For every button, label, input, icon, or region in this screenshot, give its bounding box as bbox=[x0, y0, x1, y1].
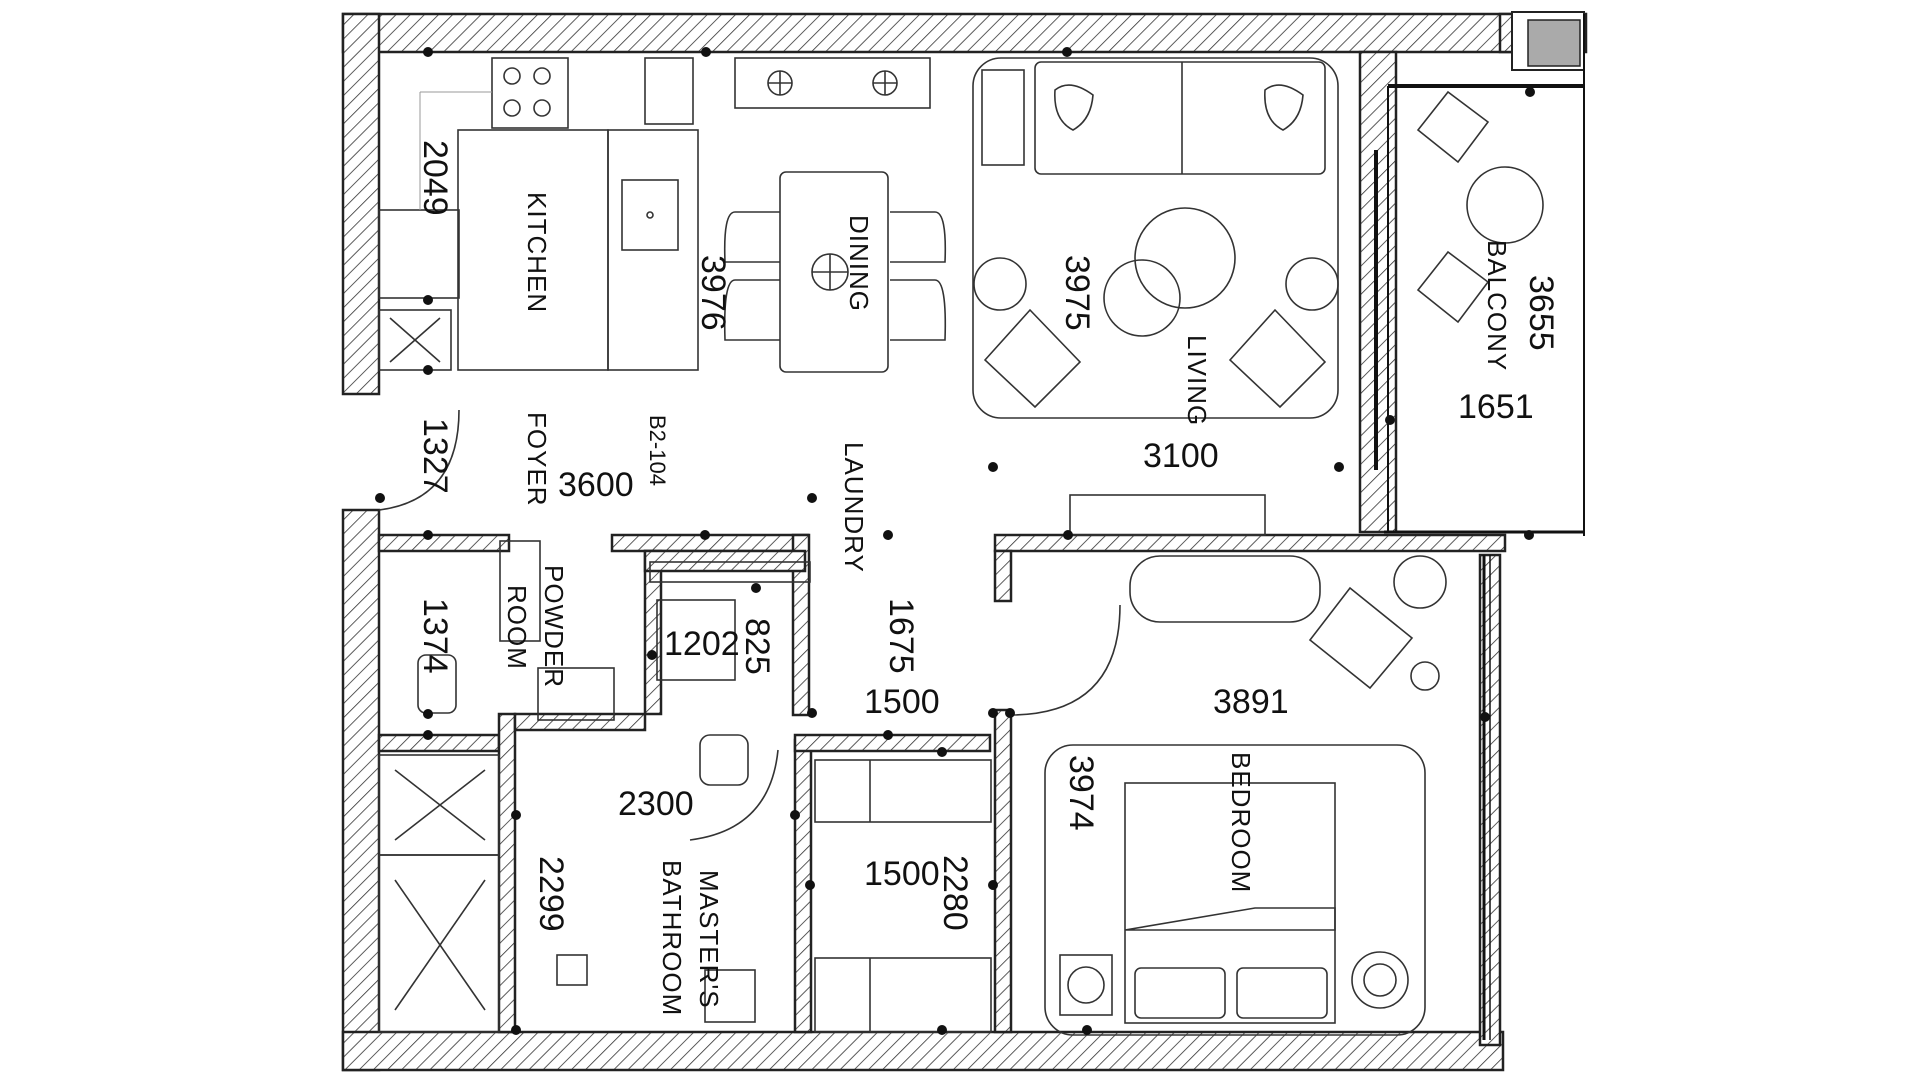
dim-bath-width: 2300 bbox=[618, 785, 694, 823]
dim-living-height: 3975 bbox=[1058, 255, 1096, 331]
dim-laundry-height: 825 bbox=[738, 618, 776, 675]
dim-bedroom-height: 3974 bbox=[1062, 755, 1100, 831]
label-kitchen: KITCHEN bbox=[522, 192, 552, 313]
dim-closet-width: 1500 bbox=[864, 855, 940, 893]
label-bedroom: BEDROOM bbox=[1226, 752, 1256, 893]
label-balcony: BALCONY bbox=[1482, 240, 1512, 371]
dim-bedroom-width: 3891 bbox=[1213, 683, 1289, 721]
dim-foyer-height: 1327 bbox=[416, 418, 454, 494]
dim-powder-height: 1374 bbox=[416, 598, 454, 674]
dim-laundry-width: 1202 bbox=[664, 625, 740, 663]
dim-dining-height: 3976 bbox=[694, 255, 732, 331]
dim-corridor-height: 1675 bbox=[882, 598, 920, 674]
label-powder-room-line1: POWDER bbox=[539, 565, 569, 688]
dim-foyer-width: 3600 bbox=[558, 466, 634, 504]
exterior-walls bbox=[341, 11, 1588, 1072]
label-laundry: LAUNDRY bbox=[839, 442, 869, 573]
dim-living-width: 3100 bbox=[1143, 437, 1219, 475]
label-masters-bathroom-line2: BATHROOM bbox=[657, 860, 687, 1016]
dim-closet-height: 2280 bbox=[936, 855, 974, 931]
label-powder-room-line2: ROOM bbox=[502, 585, 532, 670]
furniture bbox=[378, 57, 1544, 1036]
dimension-markers bbox=[375, 47, 1535, 1035]
label-dining: DINING bbox=[844, 215, 874, 312]
dim-kitchen-height: 2049 bbox=[416, 140, 454, 216]
dim-balcony-height: 3655 bbox=[1522, 275, 1560, 351]
label-masters-bathroom-line1: MASTER'S bbox=[694, 870, 724, 1009]
label-foyer: FOYER bbox=[522, 412, 552, 507]
interior-walls bbox=[377, 533, 1507, 1034]
dim-balcony-width: 1651 bbox=[1458, 388, 1534, 426]
dim-bath-height: 2299 bbox=[532, 856, 570, 932]
room-labels: KITCHEN DINING LIVING BALCONY FOYER LAUN… bbox=[502, 192, 1512, 1016]
label-living: LIVING bbox=[1182, 335, 1212, 426]
dimension-labels: 2049 3976 3975 3655 1651 3100 1327 3600 … bbox=[416, 140, 1560, 932]
unit-code: B2-104 bbox=[645, 415, 670, 486]
dim-corridor-width: 1500 bbox=[864, 683, 940, 721]
